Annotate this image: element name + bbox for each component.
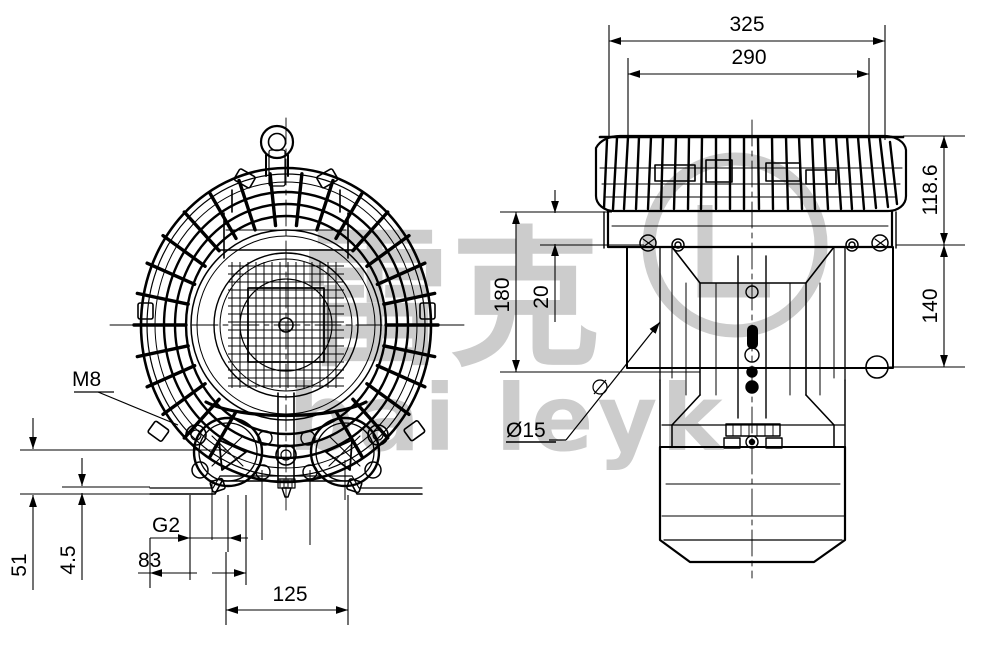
dimension-83	[138, 495, 247, 588]
blower-housing-block	[603, 209, 897, 252]
side-view	[594, 119, 908, 579]
dimension-290	[627, 58, 870, 140]
dimension-m8-label: M8	[72, 368, 101, 391]
dimension-dia15	[506, 321, 661, 443]
fan-cowl-fin-band	[594, 134, 908, 213]
dimension-g2	[150, 495, 248, 552]
dimension-51	[20, 418, 226, 590]
dimension-51-label: 51	[8, 553, 31, 576]
dimension-125-label: 125	[272, 583, 307, 606]
dimension-325	[608, 25, 886, 140]
dimension-83-label: 83	[138, 549, 161, 572]
dimension-g2-label: G2	[152, 514, 180, 537]
motor-frame-body	[626, 246, 894, 449]
dimension-325-label: 325	[729, 13, 764, 36]
dimension-m8-leader	[74, 391, 179, 426]
dimension-140	[888, 244, 965, 368]
watermark-logo-icon	[642, 152, 828, 338]
dimension-125	[225, 495, 349, 625]
cowl-mounting-lugs	[137, 168, 436, 442]
dimension-290-label: 290	[731, 46, 766, 69]
dimension-20-label: 20	[530, 285, 553, 308]
front-view-centerlines	[109, 117, 467, 511]
dimension-118-6-label: 118.6	[919, 165, 942, 216]
front-view-witness-lines	[211, 460, 346, 545]
dimension-4-5	[62, 458, 150, 580]
mounting-feet	[149, 475, 423, 498]
dimension-20	[540, 190, 644, 322]
dimension-4-5-label: 4.5	[57, 545, 80, 574]
dimension-180-label: 180	[491, 277, 514, 312]
dimension-dia15-label: Ø15	[506, 419, 546, 442]
dimension-140-label: 140	[919, 288, 942, 323]
